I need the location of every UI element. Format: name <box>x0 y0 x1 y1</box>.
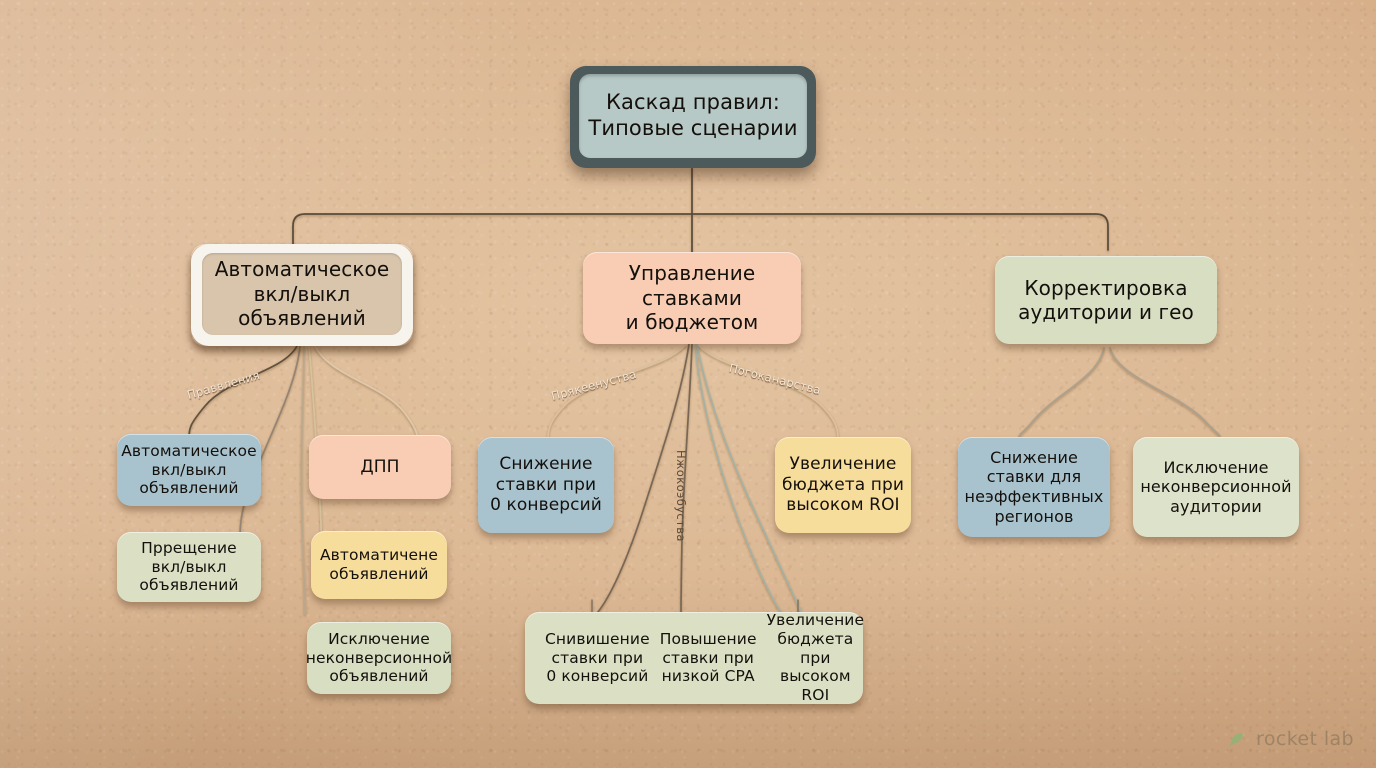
branch-node-label: Автоматическое вкл/выкл объявлений <box>214 257 390 331</box>
leaf-node-8[interactable]: Снижение ставки для неэффективных регион… <box>958 437 1110 537</box>
branch-node-label: Корректировка аудитории и гео <box>1018 275 1194 324</box>
edge-label-vertical: Нжокоэбуства <box>674 450 688 542</box>
leaf-node-4[interactable]: Автоматичене объявлений <box>311 531 447 599</box>
leaf-node-3[interactable]: ДПП <box>309 435 451 499</box>
leaf-node-label: Автоматическое вкл/выкл объявлений <box>121 441 257 498</box>
leaf-node-label: Снижение ставки при 0 конверсий <box>490 453 602 516</box>
leaf-node-summary[interactable]: Снивишение ставки при 0 конверсий Повыше… <box>525 610 865 705</box>
leaf-node-7[interactable]: Увеличение бюджета при высоком ROI <box>775 437 911 533</box>
branch-node-inner: Автоматическое вкл/выкл объявлений <box>202 253 402 335</box>
branch-node-auto-onoff[interactable]: Автоматическое вкл/выкл объявлений <box>191 244 413 346</box>
root-node-label: Каскад правил: Типовые сценарии <box>588 90 798 140</box>
leaf-node-5[interactable]: Исключение неконверсионной объявлений <box>305 622 453 694</box>
watermark-label: rocket lab <box>1256 728 1354 750</box>
edge-label-mid-left: Прякеенуства <box>549 366 638 404</box>
summary-column-1: Снивишение ставки при 0 конверсий <box>545 629 650 686</box>
rocket-leaf-icon <box>1229 733 1244 747</box>
leaf-node-label: ДПП <box>360 456 400 477</box>
summary-column-3: Увеличение бюджета при высоком ROI <box>766 610 865 705</box>
summary-column-2: Повышение ставки при низкой CPA <box>659 629 757 686</box>
branch-node-audience-geo[interactable]: Корректировка аудитории и гео <box>995 256 1217 344</box>
leaf-node-2[interactable]: Пррещение вкл/выкл объявлений <box>117 532 261 602</box>
leaf-node-label: Исключение неконверсионной объявлений <box>305 629 453 686</box>
edge-label-left: Праввления <box>185 367 262 403</box>
root-node-inner: Каскад правил: Типовые сценарии <box>579 74 807 158</box>
leaf-node-label: Увеличение бюджета при высоком ROI <box>781 453 905 516</box>
watermark: rocket lab <box>1227 728 1354 750</box>
leaf-node-6[interactable]: Снижение ставки при 0 конверсий <box>478 437 614 533</box>
branch-node-bids-budget[interactable]: Управление ставками и бюджетом <box>583 252 801 344</box>
leaf-node-label: Пррещение вкл/выкл объявлений <box>139 538 239 595</box>
leaf-node-label: Автоматичене объявлений <box>319 546 439 583</box>
branch-node-label: Управление ставками и бюджетом <box>625 261 759 335</box>
leaf-node-1[interactable]: Автоматическое вкл/выкл объявлений <box>117 434 261 506</box>
leaf-node-label: Исключение неконверсионной аудитории <box>1140 457 1292 516</box>
leaf-node-9[interactable]: Исключение неконверсионной аудитории <box>1133 437 1299 537</box>
edge-label-mid-right: Погоканарства <box>727 360 823 398</box>
leaf-node-label: Снижение ставки для неэффективных регион… <box>964 447 1104 526</box>
root-node[interactable]: Каскад правил: Типовые сценарии <box>570 66 816 168</box>
